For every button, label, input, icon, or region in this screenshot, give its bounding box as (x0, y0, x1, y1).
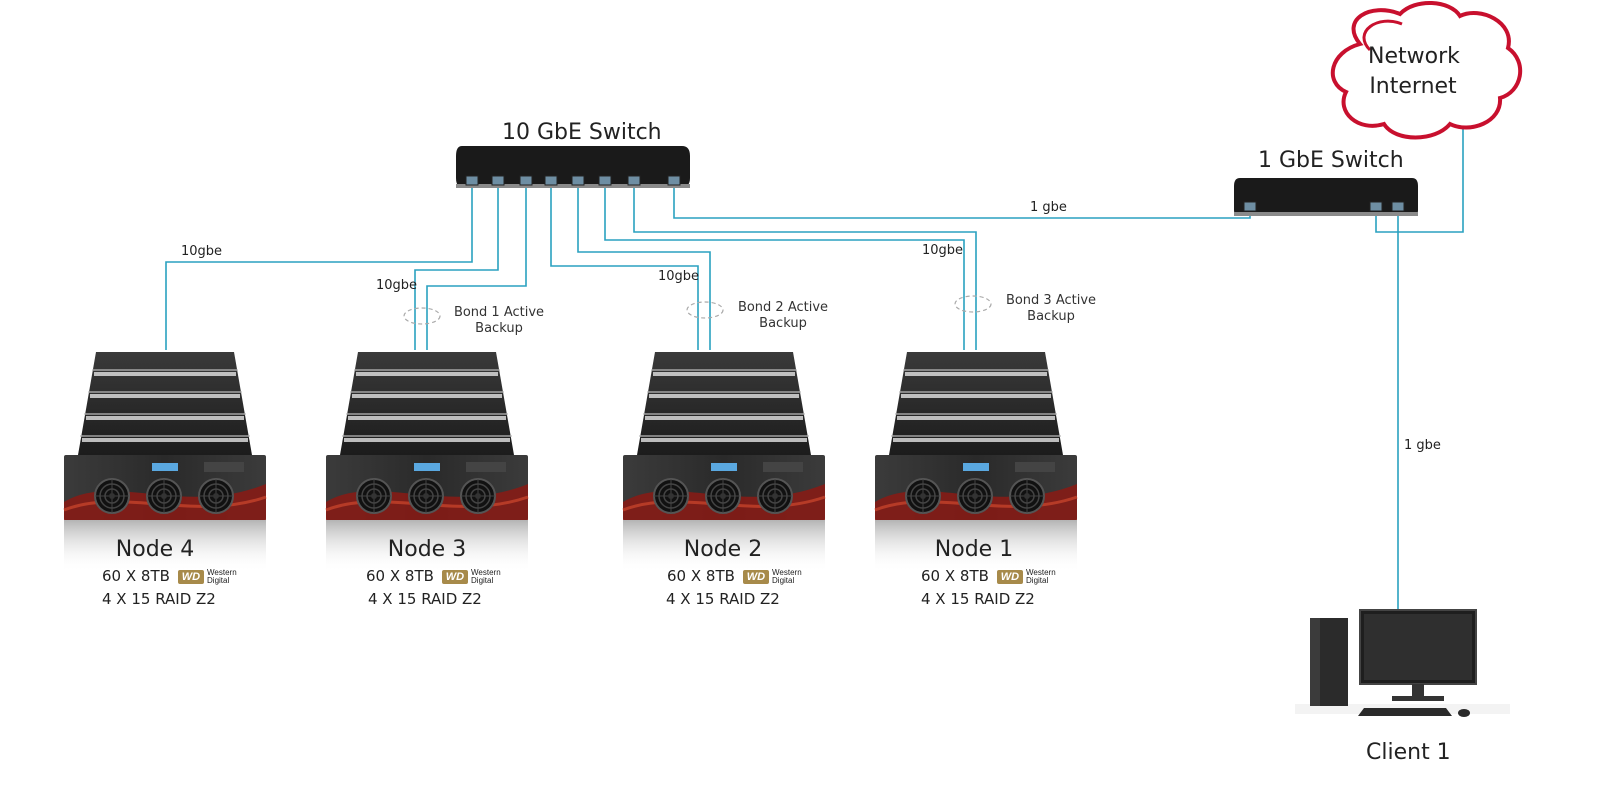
client-computer (1295, 609, 1510, 717)
node2-disks-text: 60 X 8TB (667, 567, 735, 585)
node4-title: Node 4 (115, 537, 195, 562)
link-label-node1: 10gbe (922, 243, 964, 258)
switch-1gbe (1234, 178, 1418, 216)
link-label-node3: 10gbe (376, 278, 418, 293)
bond-1-label: Bond 1 Active Backup (444, 305, 554, 337)
bond-3-marker (954, 295, 992, 313)
cable-node3-b (426, 182, 527, 350)
cloud-label-line1: Network (1368, 44, 1460, 69)
node1-disks-text: 60 X 8TB (921, 567, 989, 585)
node1-title: Node 1 (934, 537, 1014, 562)
switch-10gbe-title: 10 GbE Switch (502, 120, 662, 145)
bond-1-line1: Bond 1 Active (453, 305, 545, 320)
bond-2-label: Bond 2 Active Backup (728, 300, 838, 332)
node4-disks-text: 60 X 8TB (102, 567, 170, 585)
node3-disks-text: 60 X 8TB (366, 567, 434, 585)
bond-markers (403, 295, 992, 325)
link-label-node2: 10gbe (658, 269, 700, 284)
cable-node2-b (577, 182, 711, 350)
bond-2-line1: Bond 2 Active (737, 300, 829, 315)
cable-internet (1375, 118, 1464, 233)
link-label-node4: 10gbe (181, 244, 223, 259)
cable-node1-a (604, 182, 965, 350)
switch-10gbe (456, 146, 690, 188)
cable-node1-b (633, 182, 977, 350)
cable-node4 (165, 182, 473, 350)
link-label-1gbe-uplink: 1 gbe (1030, 200, 1067, 215)
cables (165, 118, 1464, 614)
bond-3-label: Bond 3 Active Backup (996, 293, 1106, 325)
node4-raid: 4 X 15 RAID Z2 (102, 590, 216, 608)
bond-3-line1: Bond 3 Active (1005, 293, 1097, 308)
link-label-1gbe-client: 1 gbe (1404, 438, 1441, 453)
cable-node2-a (550, 182, 699, 350)
client-label: Client 1 (1366, 740, 1451, 765)
node1-raid: 4 X 15 RAID Z2 (921, 590, 1035, 608)
node2-title: Node 2 (683, 537, 763, 562)
bond-3-line2: Backup (1027, 309, 1075, 324)
cloud-label-line2: Internet (1369, 74, 1457, 99)
wd-badge: WD (177, 569, 205, 584)
cable-uplink (673, 182, 1251, 219)
bond-2-marker (686, 301, 724, 319)
wd-badge: WD (996, 569, 1024, 584)
node3-title: Node 3 (387, 537, 467, 562)
node3-raid: 4 X 15 RAID Z2 (368, 590, 482, 608)
node2-raid: 4 X 15 RAID Z2 (666, 590, 780, 608)
wd-badge: WD (742, 569, 770, 584)
wd-badge: WD (441, 569, 469, 584)
bond-1-line2: Backup (475, 321, 523, 336)
internet-cloud (1330, 0, 1523, 140)
bond-1-marker (403, 307, 441, 325)
bond-2-line2: Backup (759, 316, 807, 331)
cable-node3-a (414, 182, 499, 350)
switch-1gbe-title: 1 GbE Switch (1258, 148, 1404, 173)
